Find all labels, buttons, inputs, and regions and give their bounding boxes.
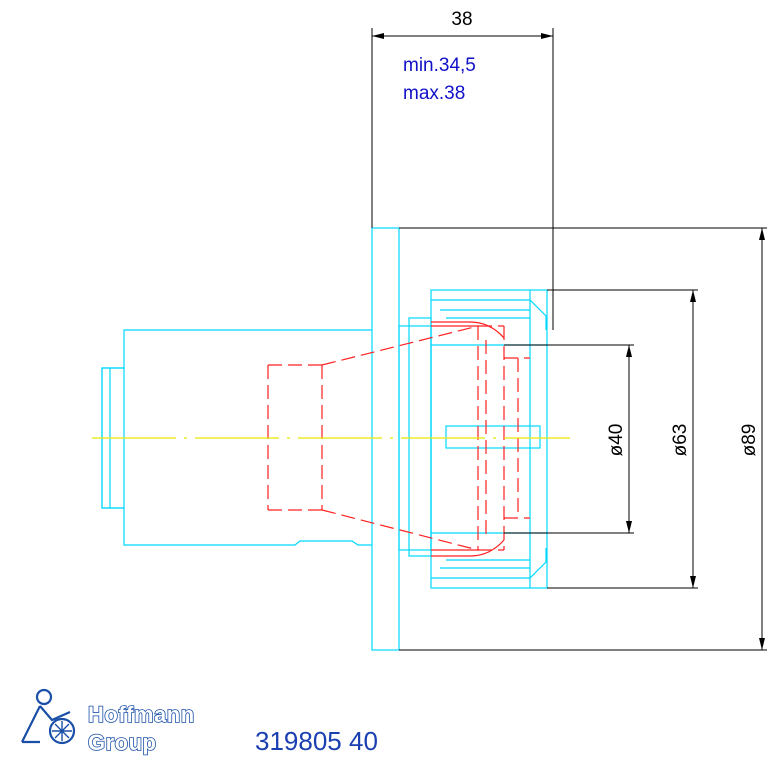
nut-bottom-chamfer <box>431 548 547 579</box>
flange <box>371 227 400 651</box>
arrow-89-bottom <box>759 638 765 650</box>
collet-curves <box>431 321 505 557</box>
arrow-38-left <box>372 33 384 39</box>
collet-nut <box>430 289 548 589</box>
dim-38-label: 38 <box>451 9 472 30</box>
logo-line2: Group <box>88 730 157 755</box>
range-max-label: max.38 <box>403 83 465 104</box>
taper-top <box>321 325 479 366</box>
collet-curve-top <box>431 321 505 339</box>
arrow-89-top <box>759 228 765 240</box>
arrow-38-right <box>541 33 553 39</box>
arrowheads <box>372 33 765 650</box>
range-min-label: min.34,5 <box>403 55 476 76</box>
dia-89-label: ø89 <box>739 424 760 457</box>
tool-outline <box>101 227 548 651</box>
drive-key <box>445 425 541 449</box>
dia-63-label: ø63 <box>670 424 691 457</box>
nut-top-chamfer <box>431 299 547 330</box>
logo-wheel-spokes <box>52 721 72 741</box>
collet-curve-bottom <box>431 539 505 557</box>
logo-line1: Hoffmann <box>88 702 195 727</box>
part-number: 319805 40 <box>255 726 378 756</box>
arrow-40-bottom <box>626 521 632 533</box>
hoffmann-logo: Hoffmann Group <box>21 688 195 756</box>
arrow-40-top <box>626 345 632 357</box>
shank-body <box>101 329 372 546</box>
nose-collar <box>408 317 432 557</box>
dimension-lines <box>371 28 767 651</box>
taper-bottom <box>321 509 479 551</box>
logo-head <box>35 688 53 706</box>
dia-40-label: ø40 <box>606 424 627 457</box>
logo-wheel <box>48 717 76 745</box>
arrow-63-bottom <box>690 576 696 588</box>
logo-figure <box>21 705 71 744</box>
logo-mark-icon <box>21 688 76 745</box>
arrow-63-top <box>690 290 696 302</box>
